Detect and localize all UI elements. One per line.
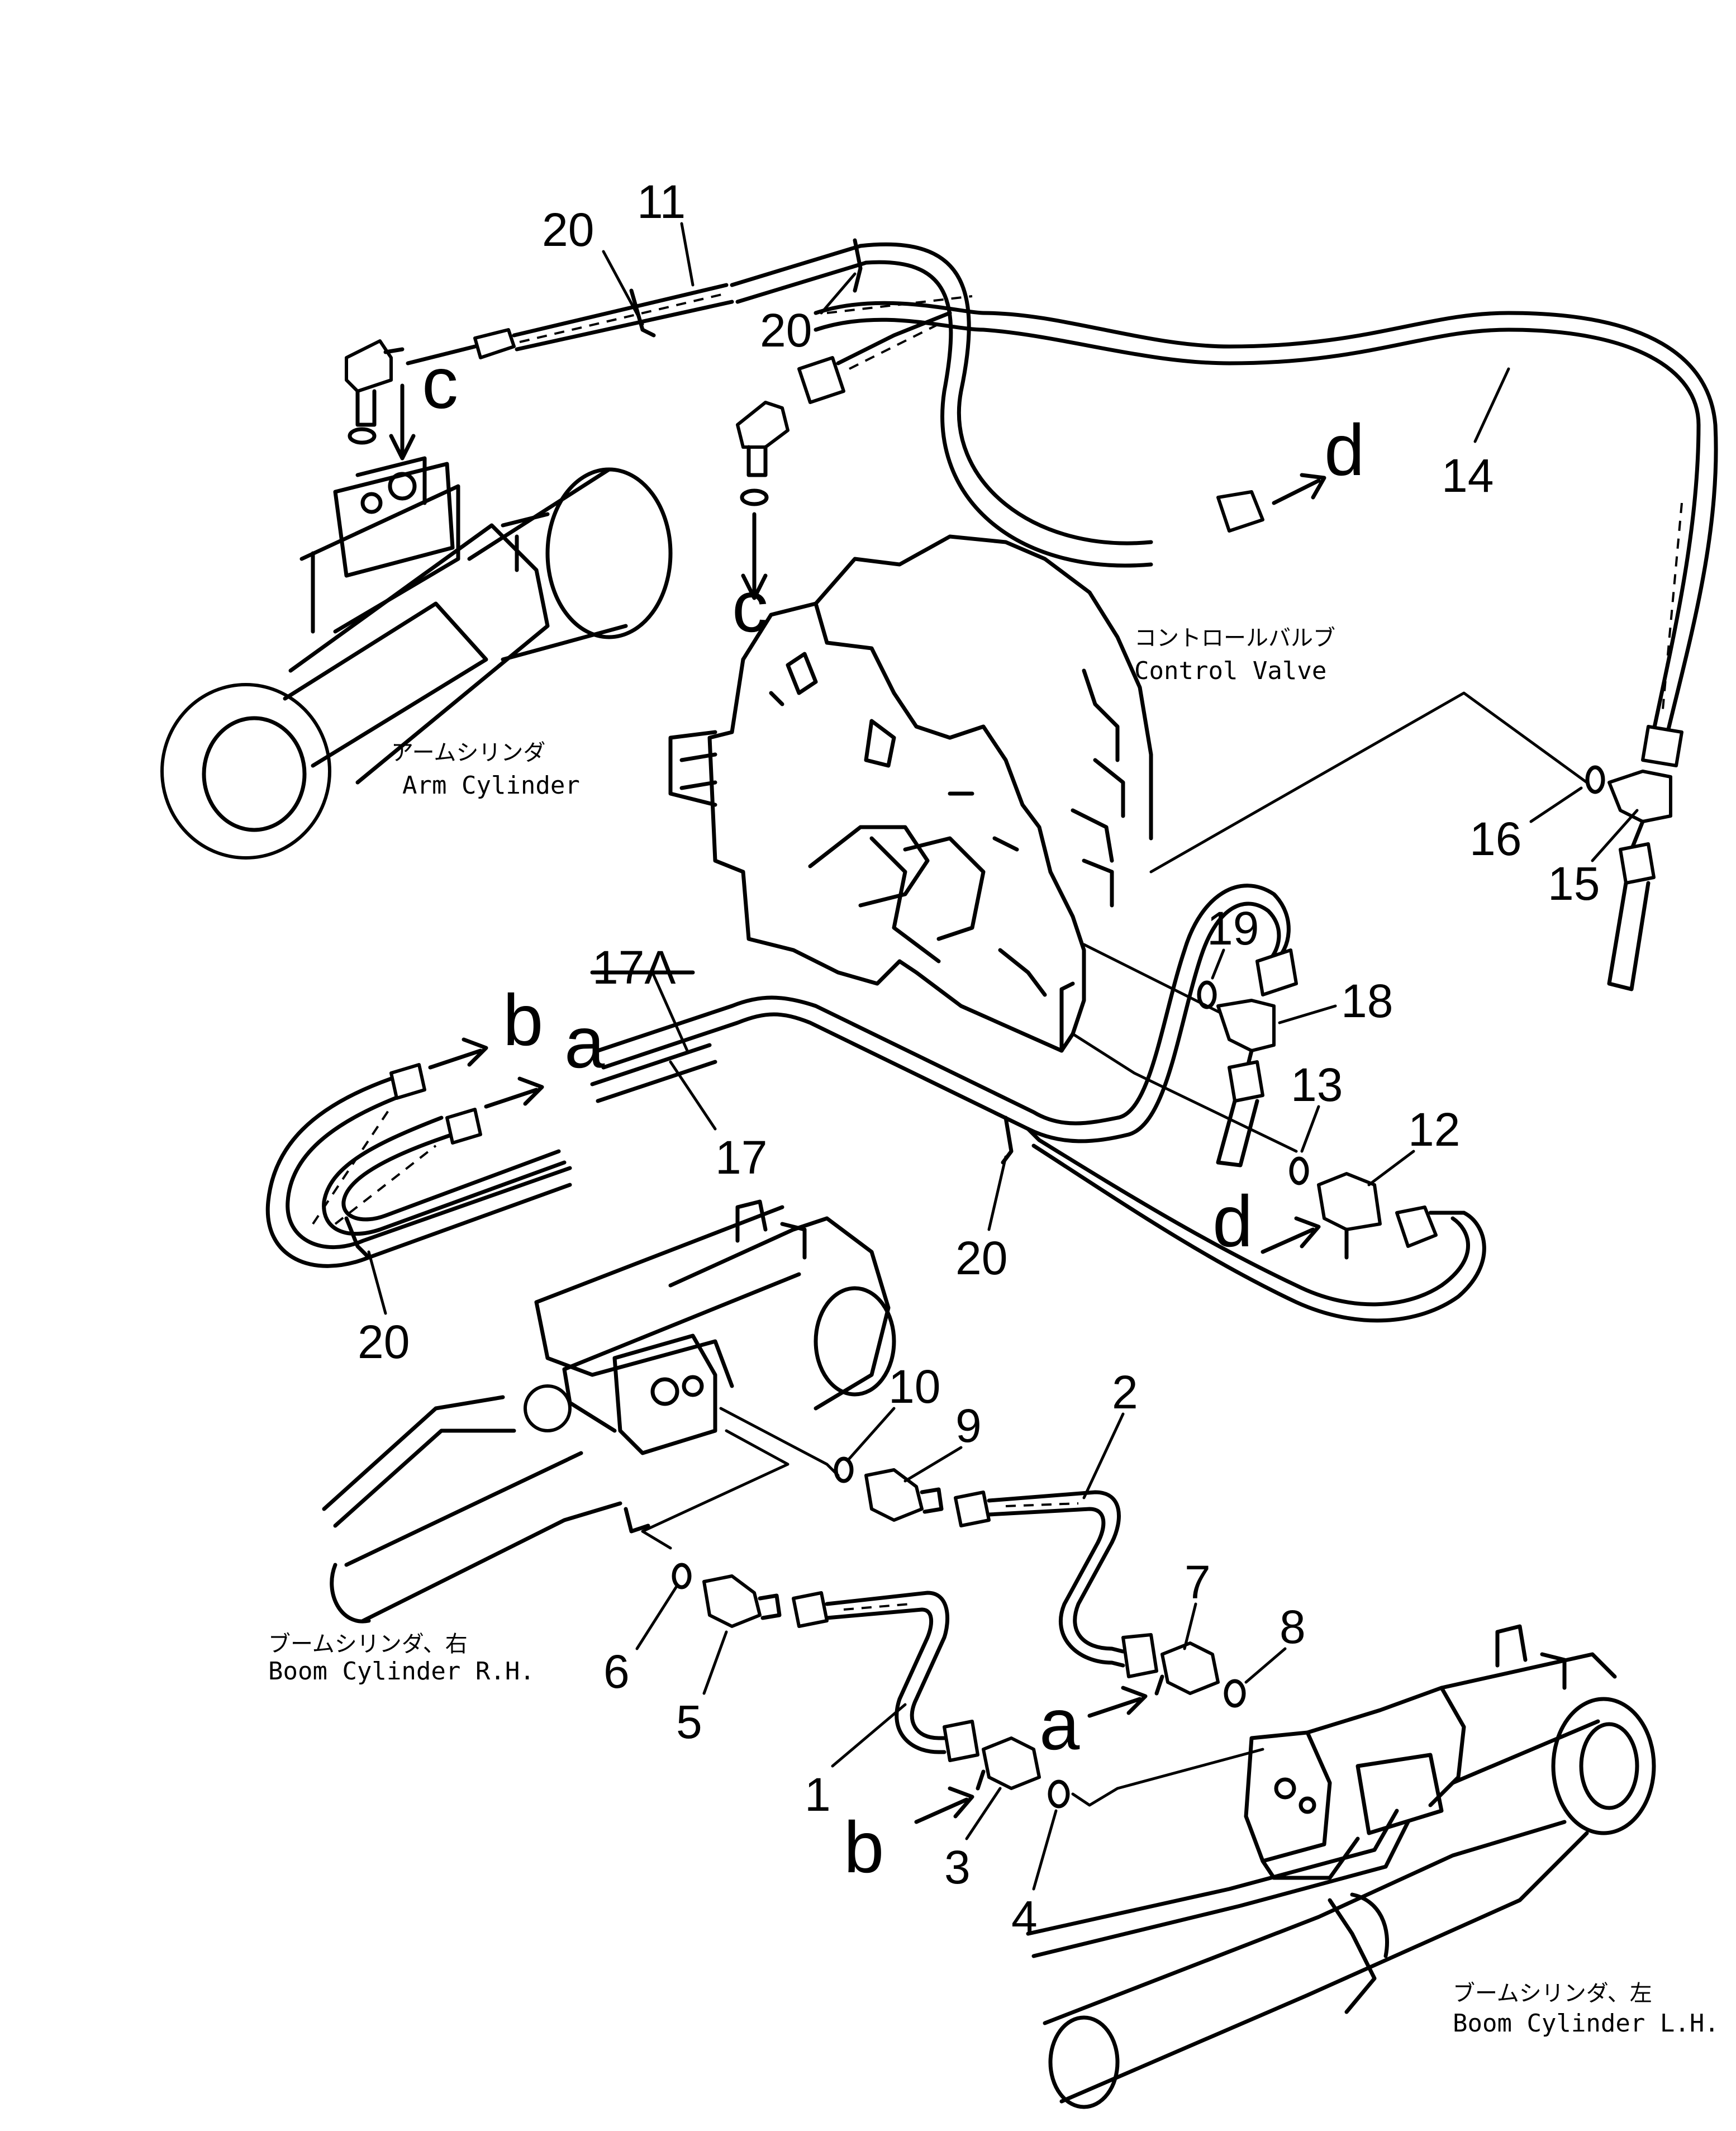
arm-cylinder-label-en: Arm Cylinder [402, 771, 580, 800]
hose-to-valve-hatch [849, 320, 945, 370]
callout-6: 6 [603, 1645, 630, 1698]
callout-20-mid: 20 [955, 1232, 1007, 1284]
tee-fitting-7-port [1154, 1674, 1164, 1696]
letter-b-upper: b [503, 979, 543, 1061]
d-arrow-lower [1261, 1216, 1321, 1254]
callout-18: 18 [1341, 975, 1393, 1027]
callout-17a: 17A [592, 941, 676, 994]
arm-elbow-fitting [345, 339, 405, 445]
tee-fitting-15 [1607, 770, 1672, 991]
control-valve-label-jp: コントロールバルブ [1134, 625, 1335, 651]
valve-c-arrow [741, 512, 768, 600]
tee-fitting-7 [1160, 1641, 1220, 1695]
hose-17-fitting-top [1255, 948, 1298, 996]
elbow-9-port [920, 1487, 944, 1514]
tee-fitting-3-port [976, 1769, 986, 1791]
callout-8: 8 [1280, 1601, 1306, 1653]
component-labels: コントロールバルブ Control Valve アームシリンダ Arm Cyli… [268, 625, 1719, 2038]
callout-13: 13 [1291, 1059, 1343, 1111]
pipe-2 [954, 1490, 1158, 1678]
valve-leader-12 [1071, 1032, 1298, 1153]
o-ring-8 [1224, 1679, 1246, 1708]
callout-10: 10 [888, 1360, 940, 1413]
b-arrow [428, 1037, 488, 1070]
letter-b-lower: b [844, 1806, 884, 1888]
letter-a-upper: a [564, 1002, 605, 1083]
connection-letters: c c d b a d a b [422, 342, 1364, 1888]
a-arrow-lower [1087, 1686, 1148, 1718]
boom-cylinder-rh [322, 1199, 896, 1624]
clamp-20-left [344, 1216, 371, 1260]
callout-1: 1 [805, 1768, 831, 1821]
valve-leader-15 [1149, 691, 1588, 874]
hose-17-fitting-a [445, 1108, 482, 1145]
callout-3: 3 [944, 1841, 971, 1893]
o-ring-6 [672, 1563, 692, 1589]
callout-7: 7 [1185, 1556, 1211, 1608]
o-ring-4 [1048, 1779, 1070, 1809]
rh-leader-6 [641, 1429, 789, 1550]
callout-2: 2 [1112, 1366, 1138, 1418]
arm-c-arrow [389, 383, 416, 461]
elbow-5-port [758, 1593, 782, 1620]
hose-11-fitting-top [797, 356, 845, 404]
callout-14: 14 [1442, 449, 1494, 502]
hose-11 [406, 244, 868, 366]
hose-d-arrow [1272, 473, 1326, 505]
clamp-20-top-left [629, 288, 656, 338]
o-ring-10 [834, 1456, 854, 1483]
tee-fitting-18 [1216, 999, 1276, 1167]
a-arrow [484, 1076, 544, 1109]
hose-d-fitting [1216, 490, 1264, 533]
callout-20-left: 20 [358, 1316, 410, 1368]
letter-d-upper: d [1324, 409, 1364, 491]
hose-17a-fitting-b [389, 1063, 426, 1100]
elbow-5 [702, 1574, 762, 1628]
tee-fitting-12 [1317, 1172, 1382, 1260]
callout-5: 5 [676, 1696, 702, 1748]
boom-cylinder-lh-label-jp: ブームシリンダ、左 [1453, 1981, 1652, 2006]
callout-19: 19 [1207, 902, 1259, 955]
letter-d-lower: d [1212, 1180, 1253, 1262]
callout-16: 16 [1469, 813, 1521, 865]
elbow-9 [864, 1468, 924, 1522]
boom-cylinder-rh-label-en: Boom Cylinder R.H. [268, 1657, 535, 1686]
b-arrow-lower [914, 1786, 974, 1824]
o-ring-16 [1585, 765, 1605, 794]
control-valve-label-en: Control Valve [1134, 657, 1326, 685]
callout-20-top-right: 20 [760, 304, 812, 357]
clamp-20-mid [1001, 1116, 1014, 1165]
hose-17-17a [265, 884, 1486, 1323]
callout-4: 4 [1011, 1891, 1038, 1944]
callout-12: 12 [1408, 1103, 1460, 1156]
rh-leader-10 [719, 1407, 840, 1477]
boom-cylinder-rh-label-jp: ブームシリンダ、右 [268, 1631, 468, 1657]
callout-15: 15 [1548, 857, 1600, 910]
callout-20-top-left: 20 [542, 203, 594, 256]
control-valve [668, 534, 1153, 1053]
o-ring-13 [1289, 1156, 1309, 1185]
callout-11: 11 [637, 175, 686, 228]
letter-a-lower: a [1039, 1683, 1080, 1765]
letter-c-arm: c [422, 342, 458, 424]
arm-cylinder [160, 456, 673, 860]
hose-14 [814, 242, 1718, 767]
arm-cylinder-label-jp: アームシリンダ [391, 740, 545, 766]
o-ring-19 [1197, 980, 1217, 1009]
callout-9: 9 [955, 1399, 982, 1452]
letter-c-valve: c [732, 566, 768, 647]
boom-cylinder-lh-label-en: Boom Cylinder L.H. [1453, 2009, 1719, 2038]
clamp-20-top-right [853, 238, 863, 293]
tee-fitting-3 [982, 1736, 1041, 1790]
callout-17: 17 [715, 1131, 767, 1184]
valve-elbow-fitting [736, 401, 789, 506]
hose-to-valve [836, 311, 952, 366]
pipe-1 [792, 1591, 979, 1762]
part-number-callouts: 20 11 20 14 16 15 19 18 13 12 17A 17 20 … [358, 175, 1639, 1944]
boom-cylinder-lh [1026, 1624, 1656, 2109]
